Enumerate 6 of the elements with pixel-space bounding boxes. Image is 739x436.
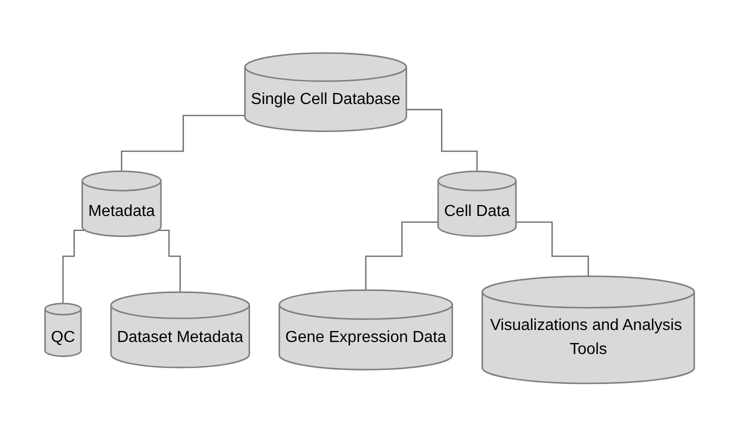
connector	[62, 229, 86, 304]
connector	[516, 221, 589, 277]
connector	[406, 108, 478, 172]
connector	[120, 114, 245, 172]
connector	[158, 229, 181, 293]
connector	[365, 221, 438, 290]
